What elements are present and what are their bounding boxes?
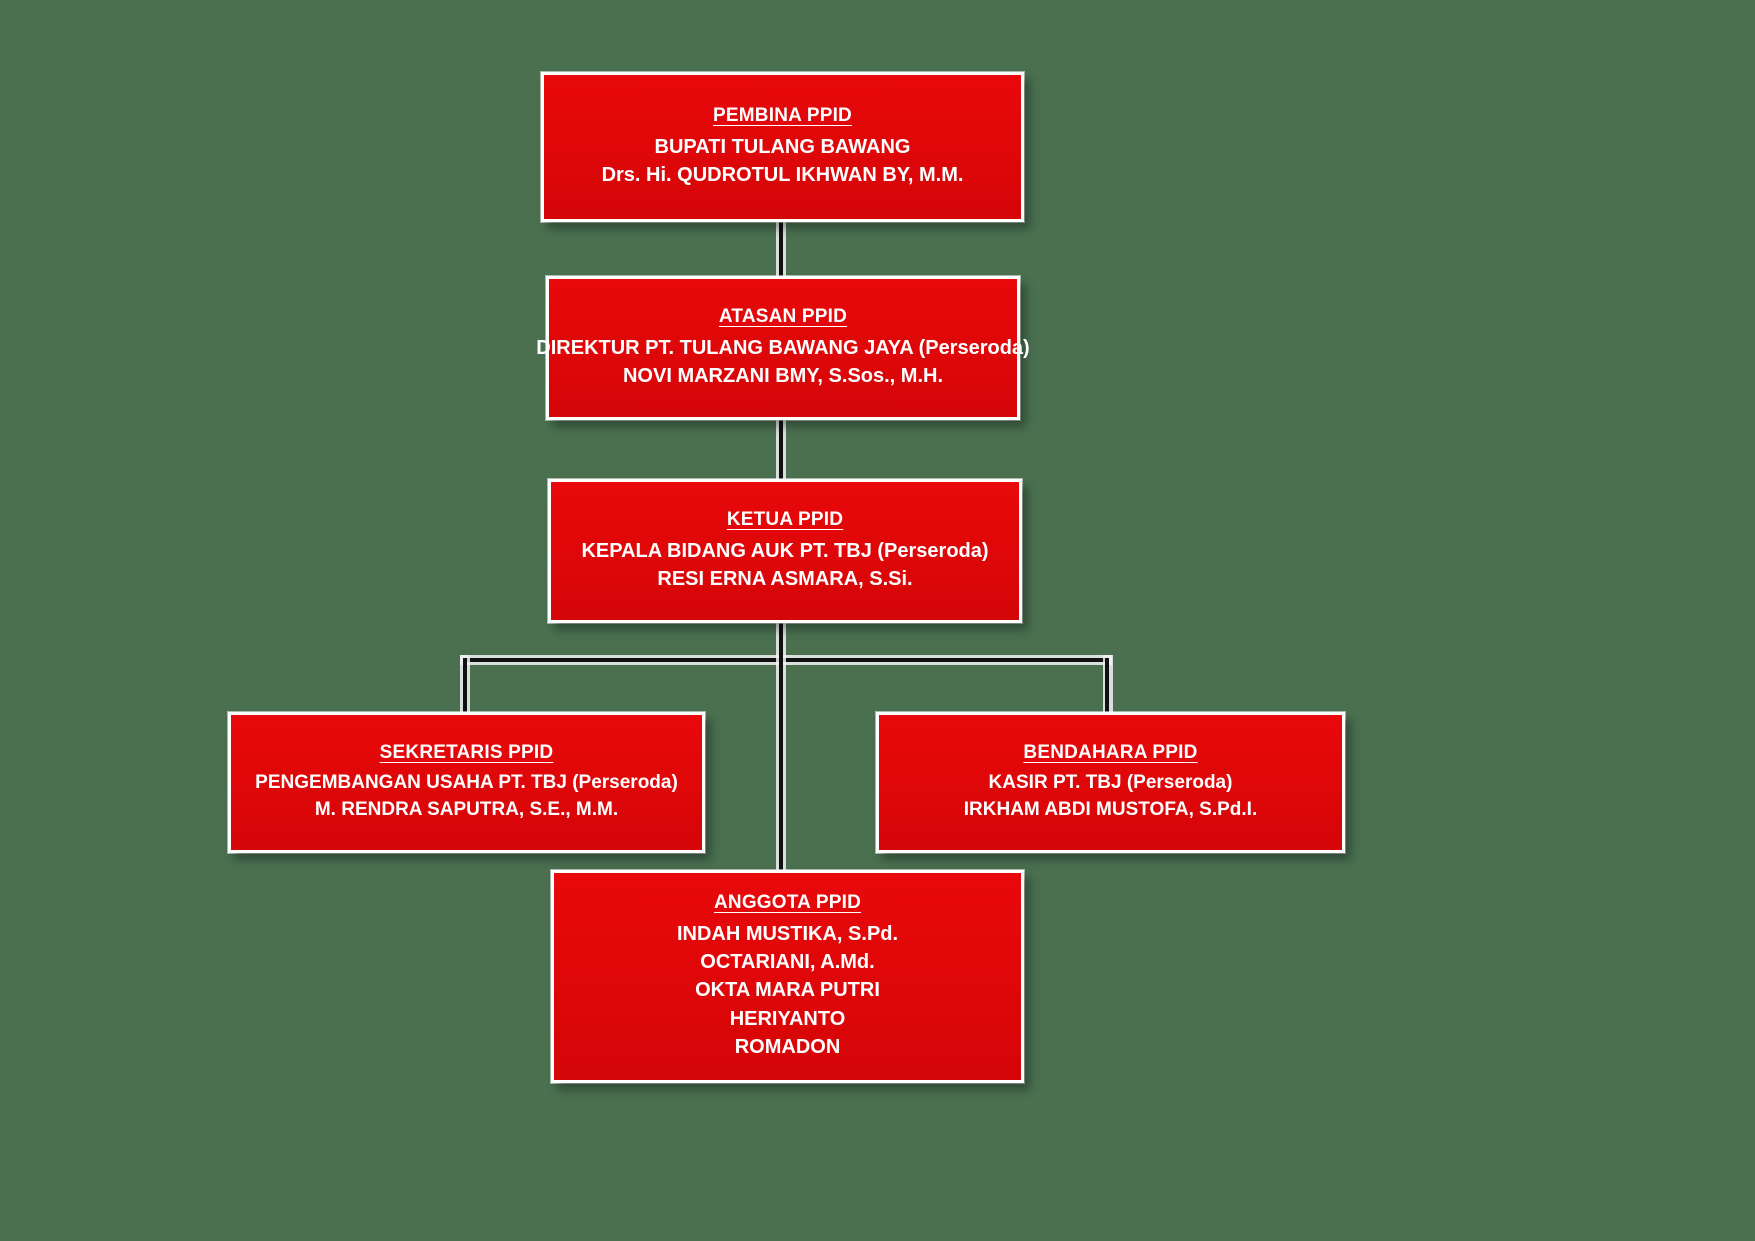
ketua-person: RESI ERNA ASMARA, S.Si. [657,568,913,590]
anggota-member-5: ROMADON [734,1036,841,1059]
connector-bus-sekretaris [463,658,467,716]
anggota-member-2: OCTARIANI, A.Md. [700,950,875,973]
ketua-title: KETUA PPID [726,508,844,530]
pembina-person: Drs. Hi. QUDROTUL IKHWAN BY, M.M. [601,164,964,186]
pembina-title: PEMBINA PPID [713,104,852,126]
org-node-bendahara[interactable]: BENDAHARA PPID KASIR PT. TBJ (Perseroda)… [876,712,1345,853]
pembina-position: BUPATI TULANG BAWANG [654,135,911,158]
connector-atasan-ketua [779,418,783,482]
org-node-anggota[interactable]: ANGGOTA PPID INDAH MUSTIKA, S.Pd. OCTARI… [551,870,1024,1083]
org-node-pembina[interactable]: PEMBINA PPID BUPATI TULANG BAWANG Drs. H… [541,72,1024,222]
connector-pembina-atasan [779,220,783,280]
atasan-person: NOVI MARZANI BMY, S.Sos., M.H. [622,365,944,387]
anggota-member-3: OKTA MARA PUTRI [695,979,880,1002]
org-node-atasan[interactable]: ATASAN PPID DIREKTUR PT. TULANG BAWANG J… [536,276,1030,420]
ketua-position: KEPALA BIDANG AUK PT. TBJ (Perseroda) [581,539,989,562]
connector-ketua-stem [779,621,783,661]
bendahara-position: KASIR PT. TBJ (Perseroda) [988,771,1233,793]
org-node-ketua[interactable]: KETUA PPID KEPALA BIDANG AUK PT. TBJ (Pe… [548,479,1022,623]
sekretaris-position: PENGEMBANGAN USAHA PT. TBJ (Perseroda) [255,771,678,793]
org-node-sekretaris[interactable]: SEKRETARIS PPID PENGEMBANGAN USAHA PT. T… [228,712,705,853]
sekretaris-person: M. RENDRA SAPUTRA, S.E., M.M. [314,798,619,820]
connector-ketua-anggota [779,655,783,877]
sekretaris-title: SEKRETARIS PPID [379,741,554,763]
anggota-member-1: INDAH MUSTIKA, S.Pd. [676,922,899,945]
bendahara-title: BENDAHARA PPID [1023,741,1198,763]
atasan-position: DIREKTUR PT. TULANG BAWANG JAYA (Persero… [536,336,1030,359]
atasan-title: ATASAN PPID [718,305,848,327]
bendahara-person: IRKHAM ABDI MUSTOFA, S.Pd.I. [963,798,1258,820]
anggota-member-4: HERIYANTO [729,1007,846,1030]
anggota-title: ANGGOTA PPID [713,891,861,913]
connector-bus-bendahara [1105,658,1109,716]
connector-horizontal-bus [463,658,1109,662]
